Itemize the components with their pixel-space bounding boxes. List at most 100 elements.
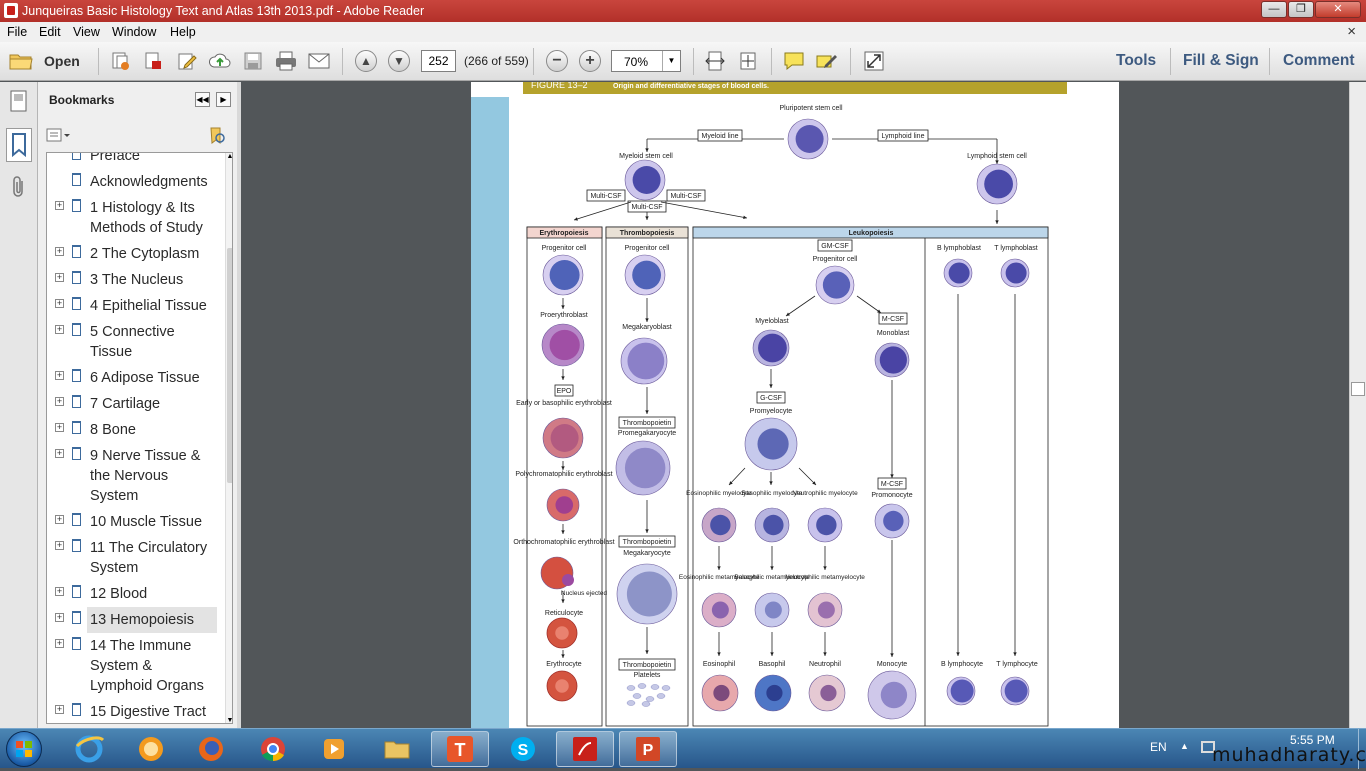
menu-file[interactable]: File — [7, 25, 28, 39]
start-button[interactable] — [6, 731, 42, 767]
menu-view[interactable]: View — [73, 25, 100, 39]
highlight-text-icon[interactable] — [815, 50, 839, 72]
fit-width-icon[interactable] — [703, 50, 727, 72]
fill-sign-pane-button[interactable]: Fill & Sign — [1183, 52, 1259, 69]
expand-bookmark-icon[interactable]: + — [55, 422, 64, 432]
export-pdf-icon[interactable] — [141, 50, 165, 72]
menu-edit[interactable]: Edit — [39, 25, 61, 39]
close-button[interactable]: ✕ — [1315, 1, 1361, 18]
bookmark-item[interactable]: +15 Digestive Tract — [47, 699, 217, 723]
expand-bookmark-icon[interactable]: + — [55, 324, 64, 334]
bookmark-item[interactable]: +10 Muscle Tissue — [47, 509, 217, 535]
expand-bookmark-icon[interactable]: + — [55, 448, 64, 458]
page-number-input[interactable] — [421, 50, 456, 72]
expand-bookmark-icon[interactable]: + — [55, 200, 64, 210]
document-scrollbar[interactable] — [1349, 82, 1366, 728]
scroll-thumb[interactable] — [1351, 382, 1365, 396]
media-player-icon[interactable] — [305, 731, 363, 767]
lymphoid-stem-cell-nucleus — [984, 169, 1013, 199]
close-document-icon[interactable]: × — [1347, 23, 1356, 40]
bookmark-item[interactable]: +7 Cartilage — [47, 391, 217, 417]
bookmark-options-icon[interactable] — [46, 127, 72, 148]
powerpoint-icon[interactable]: P — [619, 731, 677, 767]
zoom-select[interactable]: 70% ▼ — [611, 50, 681, 72]
save-icon[interactable] — [241, 50, 265, 72]
expand-right-icon[interactable]: ▶ — [216, 92, 231, 107]
comment-pane-button[interactable]: Comment — [1283, 52, 1355, 69]
attachments-paperclip-icon[interactable] — [6, 172, 32, 202]
expand-bookmark-icon[interactable]: + — [55, 638, 64, 648]
bookmark-item[interactable]: +3 The Nucleus — [47, 267, 217, 293]
tools-pane-button[interactable]: Tools — [1116, 52, 1157, 69]
show-hidden-icons-icon[interactable]: ▲ — [1180, 741, 1189, 751]
clock-time[interactable]: 5:55 PM — [1290, 733, 1335, 747]
bookmark-scrollbar[interactable]: ▲ ▼ — [225, 153, 233, 724]
bookmark-item[interactable]: +5 Connective Tissue — [47, 319, 217, 365]
menu-window[interactable]: Window — [112, 25, 157, 39]
sticky-note-icon[interactable] — [782, 50, 806, 72]
print-icon[interactable] — [274, 50, 298, 72]
chevron-down-icon[interactable]: ▼ — [662, 51, 680, 71]
bookmark-item[interactable]: +12 Blood — [47, 581, 217, 607]
bookmark-item[interactable]: +13 Hemopoiesis — [55, 607, 217, 633]
internet-explorer-icon[interactable] — [60, 731, 118, 767]
full-screen-icon[interactable] — [862, 50, 886, 72]
bookmark-item[interactable]: +4 Epithelial Tissue — [47, 293, 217, 319]
bookmark-item[interactable]: +1 Histology & Its Methods of Study — [47, 195, 217, 241]
minimize-button[interactable]: — — [1261, 1, 1287, 18]
menu-help[interactable]: Help — [170, 25, 196, 39]
expand-bookmark-icon[interactable]: + — [55, 396, 64, 406]
taskbar-app-t-icon[interactable]: T — [431, 731, 489, 767]
fit-page-icon[interactable] — [736, 50, 760, 72]
adobe-reader-taskbar-icon[interactable] — [556, 731, 614, 767]
expand-bookmark-icon[interactable]: + — [55, 298, 64, 308]
bookmarks-icon[interactable] — [6, 128, 32, 162]
bookmark-item[interactable]: Preface — [47, 153, 217, 169]
media-app-icon[interactable] — [122, 731, 180, 767]
show-desktop-button[interactable] — [1358, 729, 1366, 769]
email-icon[interactable] — [307, 50, 331, 72]
previous-page-button[interactable]: ▲ — [354, 50, 378, 72]
arrow-head — [823, 652, 827, 656]
edit-pdf-icon[interactable] — [175, 50, 199, 72]
bookmark-item[interactable]: +2 The Cytoplasm — [47, 241, 217, 267]
open-folder-icon[interactable] — [9, 50, 33, 72]
bookmark-item[interactable]: Acknowledgments — [47, 169, 217, 195]
panel-splitter[interactable] — [237, 82, 241, 728]
expand-bookmark-icon[interactable]: + — [55, 586, 64, 596]
bookmark-icon — [72, 323, 81, 336]
expand-bookmark-icon[interactable]: + — [55, 704, 64, 714]
skype-icon[interactable]: S — [494, 731, 552, 767]
bookmark-item[interactable]: +9 Nerve Tissue & the Nervous System — [47, 443, 217, 509]
bookmark-item[interactable]: +8 Bone — [47, 417, 217, 443]
scroll-down-icon[interactable]: ▼ — [226, 717, 233, 724]
chrome-icon[interactable] — [244, 731, 302, 767]
firefox-icon[interactable] — [182, 731, 240, 767]
maximize-button[interactable]: ❐ — [1288, 1, 1314, 18]
file-explorer-icon[interactable] — [368, 731, 426, 767]
collapse-left-icon[interactable]: ◀◀ — [195, 92, 210, 107]
expand-bookmark-icon[interactable]: + — [55, 272, 64, 282]
expand-bookmark-icon[interactable]: + — [55, 246, 64, 256]
open-button[interactable]: Open — [44, 53, 80, 69]
language-indicator[interactable]: EN — [1150, 740, 1167, 754]
page-thumbnails-icon[interactable] — [6, 87, 32, 117]
bookmark-item[interactable]: +11 The Circulatory System — [47, 535, 217, 581]
bookmark-item[interactable]: +14 The Immune System & Lymphoid Organs — [47, 633, 217, 699]
action-center-icon[interactable] — [1201, 741, 1215, 753]
find-bookmark-icon[interactable] — [208, 127, 226, 150]
expand-bookmark-icon[interactable]: + — [55, 540, 64, 550]
expand-bookmark-icon[interactable]: + — [55, 370, 64, 380]
create-pdf-icon[interactable] — [108, 50, 132, 72]
upload-cloud-icon[interactable] — [208, 50, 232, 72]
toolbar-separator — [342, 48, 343, 75]
zoom-out-button[interactable]: − — [545, 50, 569, 72]
expand-bookmark-icon[interactable]: + — [55, 612, 64, 622]
zoom-in-button[interactable]: + — [578, 50, 602, 72]
scroll-up-icon[interactable]: ▲ — [226, 153, 233, 160]
bookmark-item[interactable]: +6 Adipose Tissue — [47, 365, 217, 391]
scroll-thumb[interactable] — [227, 248, 232, 483]
expand-bookmark-icon[interactable]: + — [55, 514, 64, 524]
next-page-button[interactable]: ▼ — [387, 50, 411, 72]
